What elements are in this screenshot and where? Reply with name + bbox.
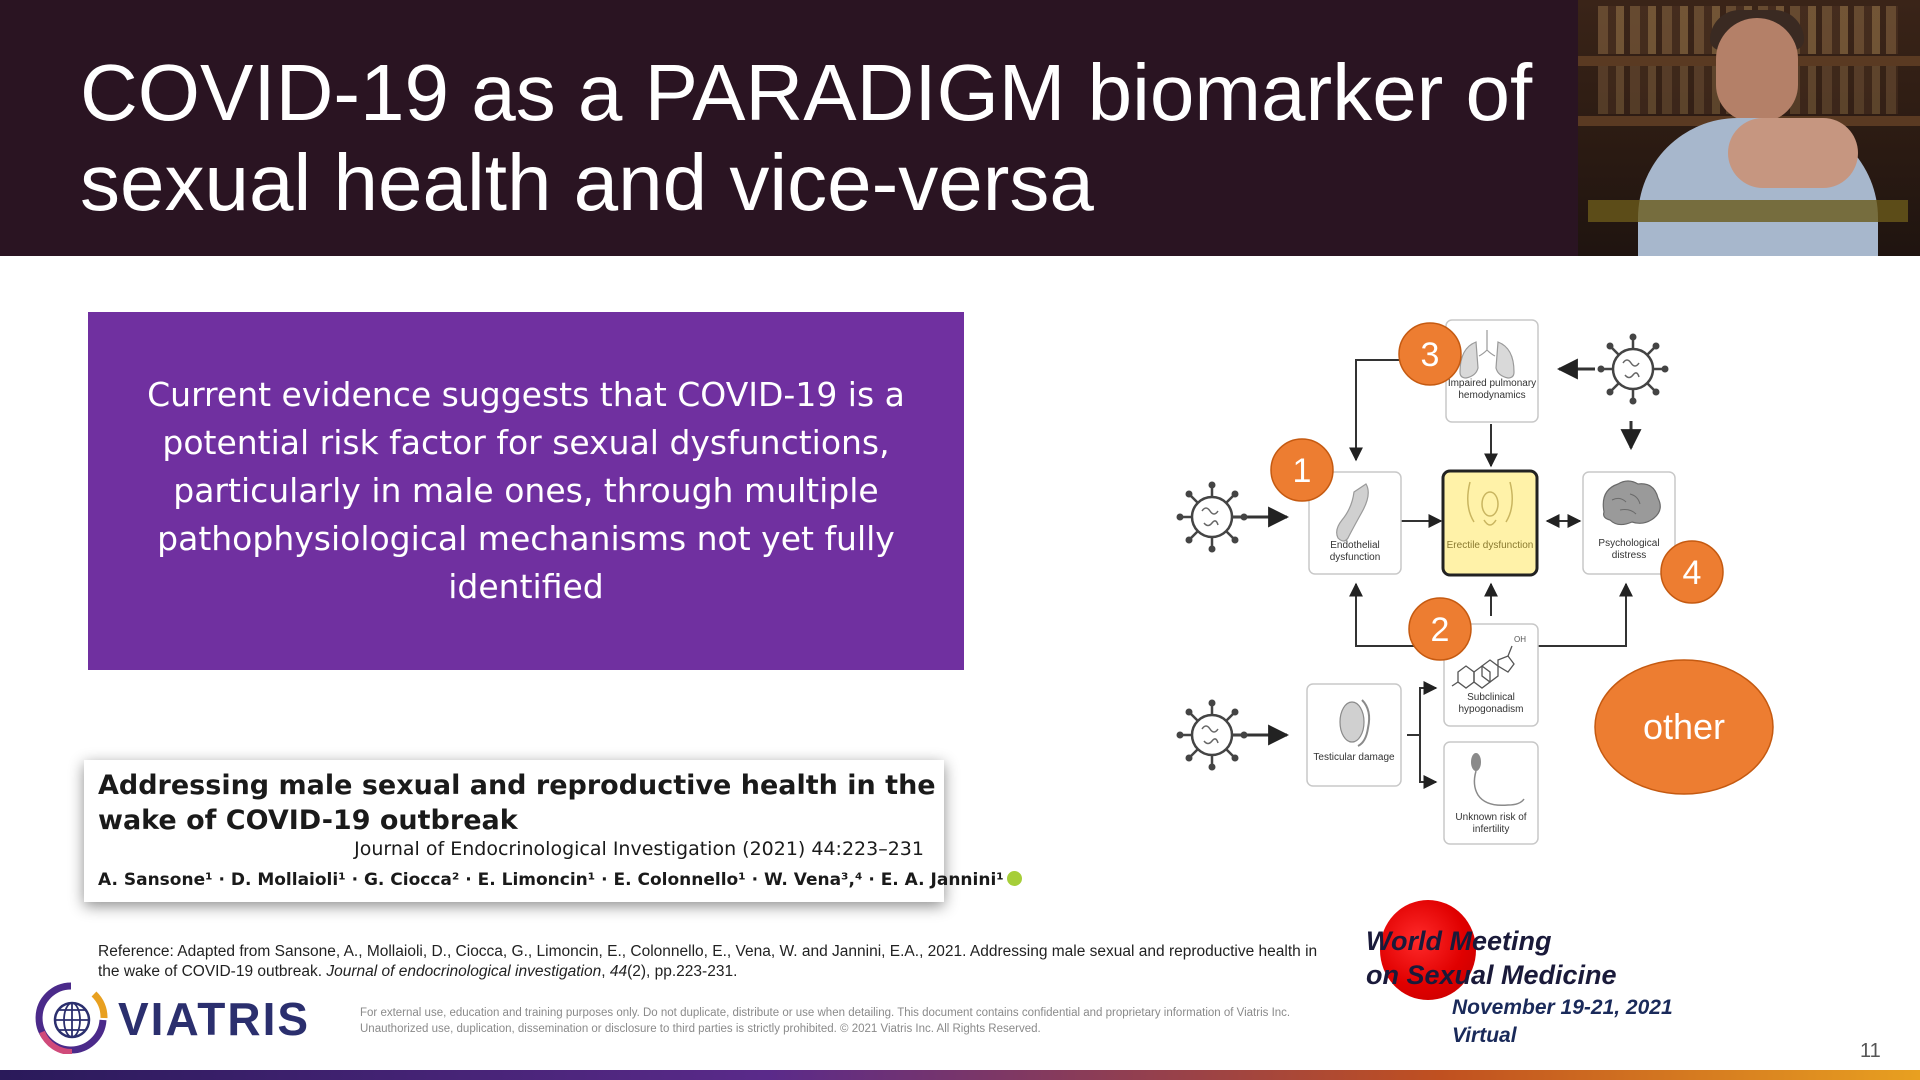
disclaimer-text: For external use, education and training… [360, 1007, 1291, 1035]
node-psychological-label: Psychological distress [1598, 538, 1660, 561]
meeting-logo-circle [1380, 900, 1476, 1000]
article-title: Addressing male sexual and reproductive … [98, 770, 936, 836]
meeting-dates: November 19-21, 2021 [1452, 996, 1673, 1019]
reference-journal: Journal of endocrinological investigatio… [326, 963, 602, 980]
webcam-foreground [1588, 200, 1908, 222]
presenter-webcam [1578, 0, 1920, 256]
node-hypogonadism: OH Subclinical hypogonadism [1443, 623, 1539, 727]
virus-icon [1175, 698, 1249, 772]
reference-suffix: (2), pp.223-231. [627, 963, 738, 980]
node-pulmonary-label: Impaired pulmonary hemodynamics [1447, 378, 1537, 401]
evidence-box: Current evidence suggests that COVID-19 … [88, 312, 964, 670]
other-label: other [1643, 706, 1725, 747]
slide-title: COVID-19 as a PARADIGM biomarker of sexu… [80, 48, 1560, 228]
node-hypogonadism-label: Subclinical hypogonadism [1458, 692, 1524, 715]
badge-2: 2 [1408, 597, 1472, 661]
globe-logo-icon [35, 982, 108, 1054]
virus-icon [1175, 480, 1249, 554]
virus-icon [1596, 332, 1670, 406]
evidence-text: Current evidence suggests that COVID-19 … [147, 375, 905, 606]
molecule-oh-label: OH [1514, 635, 1526, 644]
meeting-format: Virtual [1452, 1024, 1517, 1047]
reference-volume: 44 [609, 963, 628, 980]
node-endothelial-label: Endothelial dysfunction [1329, 540, 1381, 563]
page-number: 11 [1860, 1040, 1881, 1062]
other-bubble: other [1594, 659, 1774, 795]
node-infertility: Unknown risk of infertility [1443, 741, 1539, 845]
meeting-name-line1: World Meeting [1366, 926, 1552, 956]
sperm-icon [1471, 753, 1525, 807]
article-authors-text: A. Sansone¹ · D. Mollaioli¹ · G. Ciocca²… [98, 870, 1004, 890]
slide-title-text: COVID-19 as a PARADIGM biomarker of sexu… [80, 48, 1533, 227]
lungs-icon [1459, 330, 1515, 379]
article-authors: A. Sansone¹ · D. Mollaioli¹ · G. Ciocca²… [98, 870, 1022, 890]
testis-icon [1339, 699, 1371, 747]
badge-4: 4 [1660, 540, 1724, 604]
node-erectile-label: Erectile dysfunction [1446, 540, 1534, 551]
presenter-hand [1728, 118, 1858, 188]
article-card: Addressing male sexual and reproductive … [84, 760, 1022, 902]
badge-1: 1 [1270, 438, 1334, 502]
badge-3: 3 [1398, 322, 1462, 386]
reference-prefix: Reference: Adapted from Sansone, A., Mol… [98, 943, 1318, 980]
orcid-icon [1006, 871, 1022, 886]
brand-name: VIATRIS [118, 993, 311, 1045]
node-testicular: Testicular damage [1306, 683, 1402, 787]
node-testicular-label: Testicular damage [1313, 752, 1395, 763]
reference-text: Reference: Adapted from Sansone, A., Mol… [98, 943, 1318, 980]
badge-4-label: 4 [1683, 554, 1702, 592]
bottom-accent-bar [0, 1070, 1920, 1080]
node-infertility-label: Unknown risk of infertility [1455, 812, 1527, 835]
article-journal: Journal of Endocrinological Investigatio… [354, 838, 924, 860]
meeting-name-line2: on Sexual Medicine [1366, 960, 1617, 990]
diagram-connectors [1222, 358, 1642, 789]
node-erectile: Erectile dysfunction [1441, 469, 1539, 577]
node-psychological: Psychological distress [1582, 471, 1676, 575]
presenter-head [1716, 18, 1798, 122]
badge-3-label: 3 [1421, 336, 1440, 374]
node-endothelial: Endothelial dysfunction [1308, 471, 1402, 575]
node-pulmonary: Impaired pulmonary hemodynamics [1445, 319, 1539, 423]
brain-icon [1602, 480, 1661, 526]
pelvis-icon [1467, 481, 1513, 526]
steroid-molecule-icon [1451, 645, 1515, 689]
badge-2-label: 2 [1431, 611, 1450, 649]
vessel-icon [1336, 483, 1369, 542]
badge-1-label: 1 [1293, 452, 1312, 490]
